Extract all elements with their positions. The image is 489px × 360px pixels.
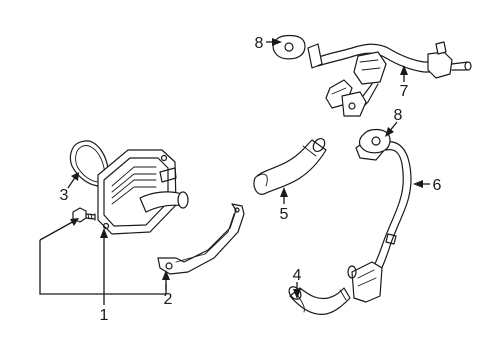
callout-labels: 1 2 3 4 5 6 7 8 8 bbox=[60, 35, 442, 324]
leader-1-to-bolt bbox=[39, 219, 77, 241]
arrow-5 bbox=[280, 187, 288, 197]
callout-5: 5 bbox=[280, 206, 289, 223]
arrow-1-cooler bbox=[100, 228, 108, 238]
arrow-2 bbox=[162, 270, 170, 280]
callout-8-top: 8 bbox=[255, 35, 264, 52]
arrow-1-bolt bbox=[70, 218, 79, 226]
callout-1: 1 bbox=[100, 307, 109, 324]
arrow-4 bbox=[293, 289, 301, 299]
arrow-8-right bbox=[385, 127, 394, 137]
oil-cooler-part-1 bbox=[97, 149, 189, 235]
leader-lines bbox=[39, 38, 430, 305]
leader-1-bracket bbox=[39, 240, 167, 295]
bracket-part-2 bbox=[157, 203, 245, 275]
pipe-assembly-part-7 bbox=[307, 41, 472, 117]
hose-part-5 bbox=[253, 137, 327, 195]
callout-4: 4 bbox=[293, 267, 302, 284]
arrow-6 bbox=[413, 180, 423, 188]
callout-7: 7 bbox=[400, 83, 409, 100]
arrow-7 bbox=[400, 65, 408, 75]
hose-part-4 bbox=[288, 286, 351, 315]
gasket-part-8-right bbox=[358, 128, 391, 154]
tube-part-6 bbox=[347, 133, 412, 303]
arrow-8-top bbox=[272, 38, 282, 46]
arrow-3 bbox=[71, 172, 79, 181]
callout-3: 3 bbox=[60, 187, 69, 204]
gasket-part-8-top bbox=[272, 34, 306, 60]
callout-6: 6 bbox=[433, 177, 442, 194]
callout-8-right: 8 bbox=[394, 107, 403, 124]
callout-2: 2 bbox=[164, 291, 173, 308]
